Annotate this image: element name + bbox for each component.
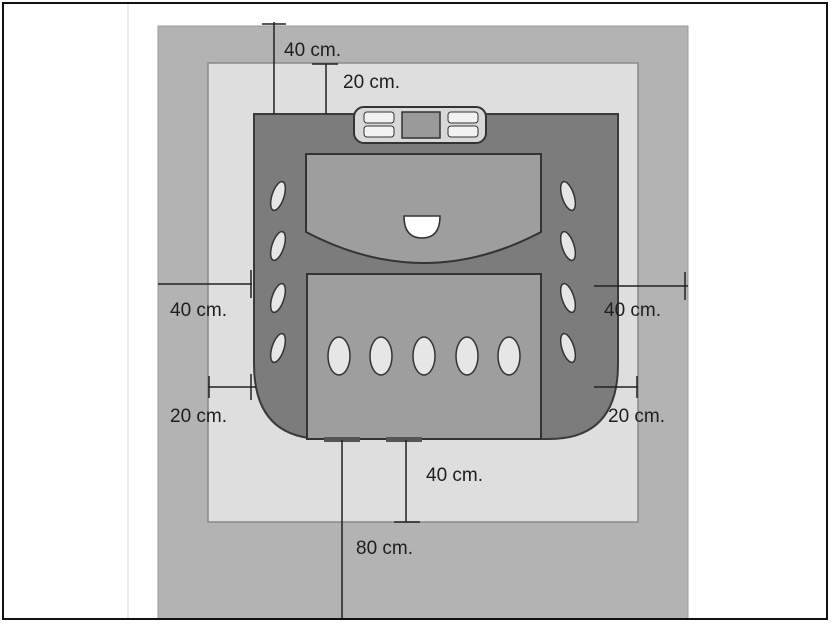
label-right-inner: 20 cm.	[608, 406, 665, 427]
label-top-inner: 20 cm.	[343, 72, 400, 93]
stove-foot	[324, 437, 360, 442]
door-vents	[327, 336, 521, 376]
flame-window	[403, 215, 441, 239]
control-button	[447, 125, 479, 138]
label-right-outer: 40 cm.	[604, 300, 661, 321]
label-left-inner: 20 cm.	[170, 406, 227, 427]
side-vents-left	[269, 180, 287, 364]
control-display	[401, 111, 441, 139]
control-panel	[353, 106, 487, 144]
control-button	[363, 125, 395, 138]
control-button	[363, 111, 395, 124]
label-bottom-outer: 80 cm.	[356, 538, 413, 559]
control-button	[447, 111, 479, 124]
stove-foot	[386, 437, 422, 442]
stove-clearance-diagram: 40 cm. 20 cm. 40 cm. 40 cm. 20 cm. 20 cm…	[127, 4, 689, 618]
label-left-outer: 40 cm.	[170, 300, 227, 321]
label-top-outer: 40 cm.	[284, 40, 341, 61]
stove-top-panel	[305, 153, 542, 264]
side-vents-right	[559, 180, 577, 364]
label-bottom-inner: 40 cm.	[426, 465, 483, 486]
